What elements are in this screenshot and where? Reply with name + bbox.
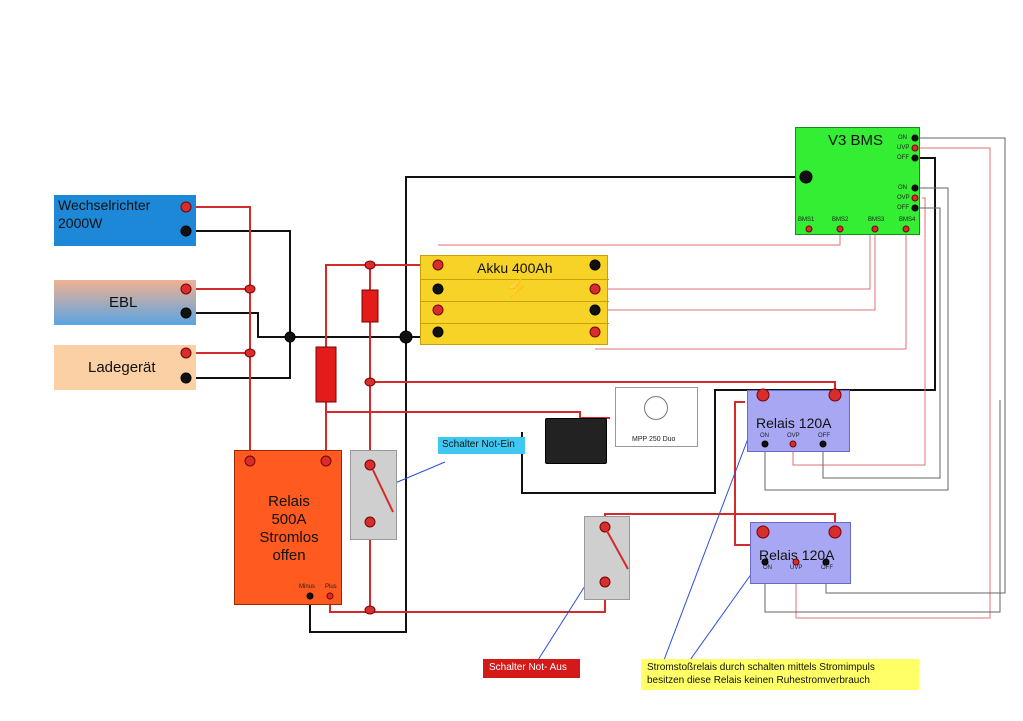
relay-main-pin-plus: Plus <box>325 584 337 590</box>
relay-a-title: Relais 120A <box>756 415 832 431</box>
relay-b-pin-off: OFF <box>821 565 833 571</box>
relay-a-pin-ovp: OVP <box>787 433 800 439</box>
note-line-2: besitzen diese Relais keinen Ruhestromve… <box>647 675 870 686</box>
battery-label: Akku 400Ah <box>477 260 553 276</box>
bms-pin-on: ON <box>898 135 907 141</box>
red-junctions <box>244 260 376 615</box>
note-line-1: Stromstoßrelais durch schalten mittels S… <box>647 662 875 673</box>
callout-arrows <box>387 427 758 661</box>
bms-box: V3 BMS ON UVP OFF ON OVP OFF BMS1 BMS2 B… <box>795 127 920 235</box>
switch-not-aus[interactable] <box>584 516 630 600</box>
relay-main-line2: 500A <box>271 511 307 528</box>
label-schalter-not-ein-text: Schalter Not-Ein <box>442 439 515 450</box>
note-stromstossrelais: Stromstoßrelais durch schalten mittels S… <box>641 659 919 690</box>
ebl-box: EBL <box>54 280 196 325</box>
wire-inverter-minus <box>186 230 291 337</box>
switch-not-ein[interactable] <box>350 450 397 540</box>
label-schalter-not-aus-text: Schalter Not- Aus <box>489 662 567 673</box>
inverter-label-1: Wechselrichter <box>58 197 151 213</box>
relay-b-box: Relais 120A ON UVP OFF <box>750 522 851 584</box>
battery-cell-divider <box>421 323 609 324</box>
relay-main-line3: Stromlos <box>259 529 319 546</box>
relay-b-pin-on: ON <box>763 565 772 571</box>
battery-cell-divider <box>421 279 609 280</box>
bms-title: V3 BMS <box>828 132 884 149</box>
wire-charger-minus <box>186 337 291 379</box>
black-wires <box>186 157 936 633</box>
relay-b-title: Relais 120A <box>759 547 835 563</box>
mppt-icon <box>644 396 668 420</box>
bms-pin-uvp: UVP <box>897 145 910 151</box>
relay-a-pin-off: OFF <box>818 433 830 439</box>
bms-signal-wires <box>438 147 991 619</box>
relay-main-line4: offen <box>272 547 306 564</box>
wire-relay-minus <box>309 337 407 633</box>
wire-bms-minus <box>405 176 806 337</box>
bms-pin-bms2: BMS2 <box>832 217 849 223</box>
mppt-label: MPP 250 Duo <box>632 436 676 443</box>
label-schalter-not-aus: Schalter Not- Aus <box>483 659 580 678</box>
relay-a-box: Relais 120A ON OVP OFF <box>747 390 850 452</box>
relay-main-box: Relais 500A Stromlos offen Minus Plus <box>234 450 342 605</box>
fuse-main <box>315 346 337 403</box>
bms-pin-bms4: BMS4 <box>899 217 916 223</box>
relay-device <box>545 418 607 464</box>
wire-notein-to-bms <box>521 157 936 494</box>
bms-pin-ovp: OVP <box>897 195 910 201</box>
inverter-box: Wechselrichter 2000W <box>54 195 196 246</box>
wire-inverter-plus <box>186 206 251 461</box>
bms-pin-bms1: BMS1 <box>798 217 815 223</box>
battery-cell-divider <box>421 301 609 302</box>
inverter-label-2: 2000W <box>58 215 103 231</box>
charger-label: Ladegerät <box>88 359 156 376</box>
ebl-label: EBL <box>109 294 138 311</box>
relay-b-pin-uvp: UVP <box>790 565 803 571</box>
label-schalter-not-ein: Schalter Not-Ein <box>438 437 525 454</box>
lightning-icon: ⚡ <box>505 278 528 298</box>
mppt-box: MPP 250 Duo <box>615 387 698 447</box>
bms-pin-off2: OFF <box>897 205 909 211</box>
battery-box: Akku 400Ah ⚡ <box>420 255 609 345</box>
bms-pin-off: OFF <box>897 155 909 161</box>
relay-main-line1: Relais <box>268 493 310 510</box>
charger-box: Ladegerät <box>54 345 196 390</box>
bms-pin-bms3: BMS3 <box>868 217 885 223</box>
relay-a-pin-on: ON <box>760 433 769 439</box>
black-junctions <box>284 330 413 344</box>
relay-main-pin-minus: Minus <box>299 584 316 590</box>
bms-pin-on2: ON <box>898 185 907 191</box>
fuse-switch <box>361 289 379 323</box>
